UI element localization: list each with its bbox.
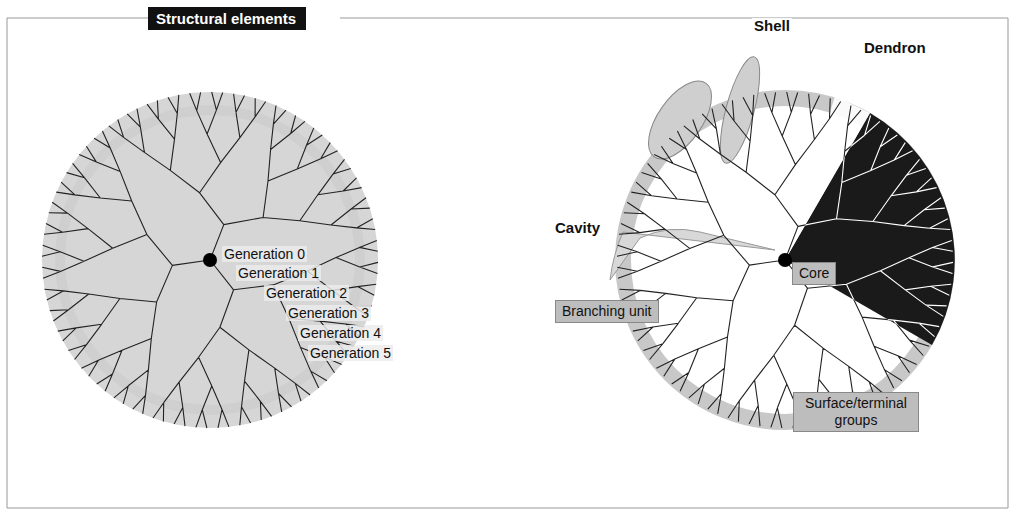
branches <box>42 92 378 428</box>
generation-label: Generation 0 <box>222 246 307 262</box>
generation-band <box>42 92 378 428</box>
cavity-shape <box>712 53 768 166</box>
branch-lines <box>42 92 378 428</box>
dendron-sector <box>785 113 955 345</box>
generation-band <box>60 110 360 410</box>
branches <box>617 92 953 428</box>
branches <box>617 92 953 428</box>
part-label: Shell <box>752 18 792 34</box>
core-dot <box>778 253 792 267</box>
part-label: Cavity <box>553 220 602 236</box>
sector-gap <box>785 96 870 260</box>
generation-rings <box>42 92 378 428</box>
box-text: Surface/terminal groups <box>794 393 918 431</box>
frame <box>7 18 1008 508</box>
generation-label: Generation 4 <box>298 325 383 341</box>
generation-label: Generation 5 <box>308 345 393 361</box>
generation-label: Generation 1 <box>236 265 321 281</box>
box-text: Branching unit <box>556 301 658 322</box>
label-box: Surface/terminal groups <box>793 392 919 432</box>
section-title: Structural elements <box>148 7 306 30</box>
generation-label: Generation 2 <box>264 285 349 301</box>
generation-label: Generation 3 <box>286 305 371 321</box>
label-box: Branching unit <box>555 300 659 323</box>
part-label: Dendron <box>862 40 928 56</box>
branch-lines <box>617 92 953 428</box>
branch-lines <box>617 92 953 428</box>
label-box: Core <box>792 262 836 285</box>
core-dot <box>203 253 217 267</box>
cavity-shape <box>636 71 724 170</box>
box-text: Core <box>793 263 835 284</box>
